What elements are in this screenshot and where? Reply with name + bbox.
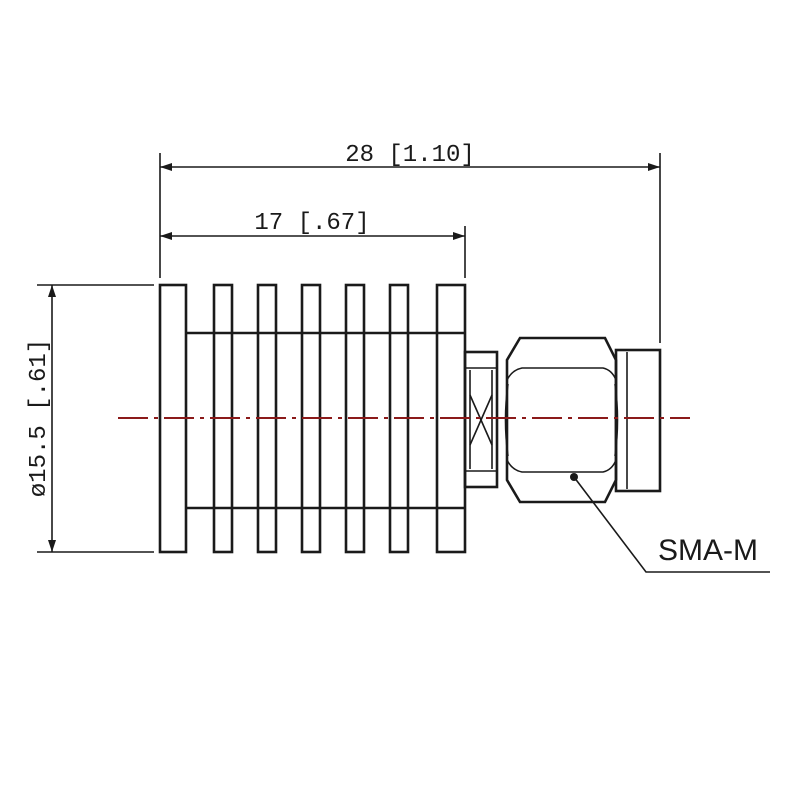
connector-callout: SMA-M [570,473,770,573]
hex-nut [505,336,618,504]
sma-connector [463,336,662,504]
body-length-dimension: 17 [.67] [160,210,466,278]
connector-body [614,348,662,493]
overall-length-label: 28 [1.10] [345,142,475,169]
diameter-dimension: ø15.5 [.61] [26,284,154,553]
diameter-label: ø15.5 [.61] [26,339,53,497]
connector-callout-label: SMA-M [658,534,758,567]
overall-length-dimension: 28 [1.10] [159,142,661,343]
body-length-label: 17 [.67] [254,210,369,237]
